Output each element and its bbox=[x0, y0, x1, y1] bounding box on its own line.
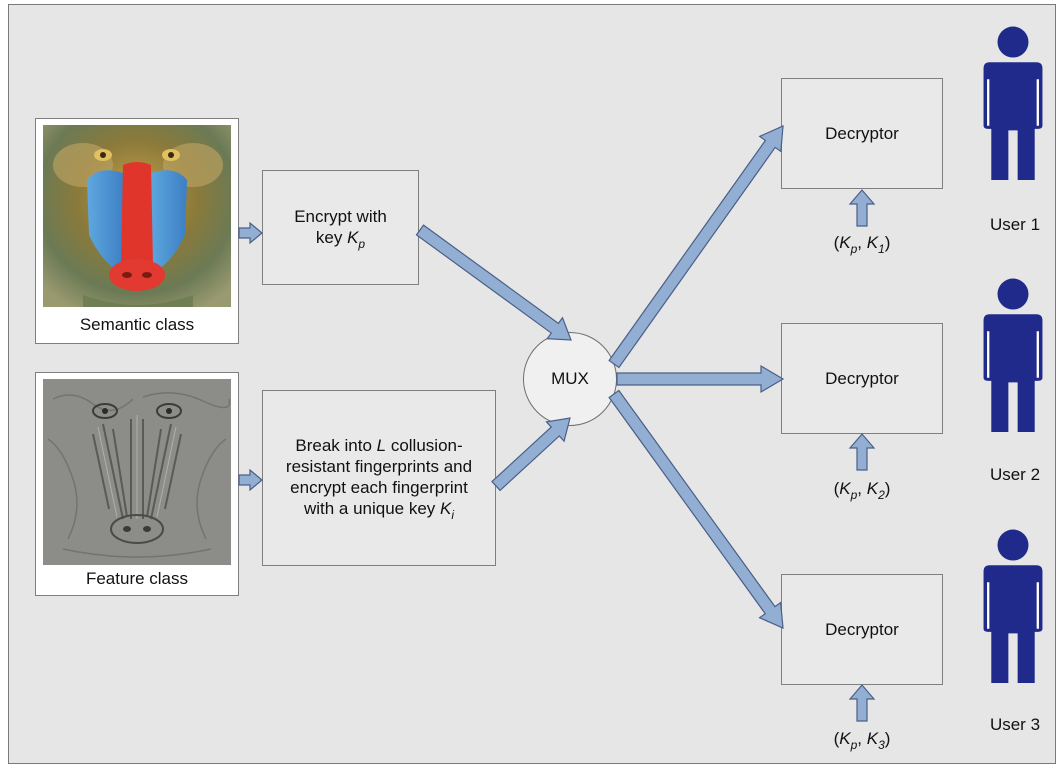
key-p-subscript: p bbox=[850, 242, 858, 256]
user-label-1: User 1 bbox=[989, 215, 1041, 234]
arrow-mux-to-decryptor-2 bbox=[616, 364, 785, 394]
break-line1-symbol: L bbox=[376, 436, 387, 455]
arrow-key-to-decryptor-1 bbox=[848, 189, 876, 227]
key-p-symbol: K bbox=[839, 729, 851, 748]
arrow-mux-to-decryptor-1 bbox=[608, 125, 784, 369]
key-user-symbol: K bbox=[866, 729, 879, 748]
mux-label: MUX bbox=[551, 369, 589, 388]
decryptor-key-label-3: (Kp, K3) bbox=[833, 729, 891, 752]
arrow-semantic-to-encrypt bbox=[238, 221, 263, 245]
mandrill-feature-image bbox=[43, 379, 231, 565]
break-body: collusion-resistant fingerprints and enc… bbox=[285, 436, 473, 518]
key-user-subscript: 1 bbox=[878, 242, 885, 256]
arrow-mux-to-decryptor-3 bbox=[608, 389, 784, 629]
break-key-symbol: K bbox=[440, 499, 452, 518]
arrow-break-to-mux bbox=[491, 417, 571, 492]
user-figure-icon-1 bbox=[982, 25, 1044, 182]
key-p-subscript: p bbox=[850, 488, 858, 502]
break-key-subscript: i bbox=[451, 508, 455, 522]
decryptor-box-3: Decryptor bbox=[781, 574, 943, 685]
arrow-encrypt-to-mux bbox=[415, 224, 572, 341]
decryptor-label-2: Decryptor bbox=[825, 369, 899, 388]
semantic-class-caption: Semantic class bbox=[79, 315, 195, 334]
arrow-group bbox=[238, 125, 876, 722]
key-user-symbol: K bbox=[866, 233, 879, 252]
encrypt-key-subscript: p bbox=[358, 236, 366, 251]
user-figures bbox=[982, 25, 1044, 685]
encrypt-key-symbol: K bbox=[347, 227, 359, 247]
arrow-feature-to-break bbox=[238, 468, 263, 492]
decryptor-box-1: Decryptor bbox=[781, 78, 943, 189]
decryptor-label-3: Decryptor bbox=[825, 620, 899, 639]
break-line1-prefix: Break into bbox=[295, 436, 377, 455]
encrypt-text: Encrypt with key bbox=[294, 206, 387, 247]
key-p-symbol: K bbox=[839, 479, 851, 498]
mux-node: MUX bbox=[523, 332, 617, 426]
key-p-symbol: K bbox=[839, 233, 851, 252]
mandrill-color-image bbox=[43, 125, 231, 307]
arrow-key-to-decryptor-3 bbox=[848, 684, 876, 722]
decryptor-key-label-1: (Kp, K1) bbox=[833, 233, 891, 256]
key-user-subscript: 3 bbox=[878, 738, 885, 752]
key-user-symbol: K bbox=[866, 479, 879, 498]
encrypt-box: Encrypt with key Kp bbox=[262, 170, 419, 285]
decryptor-label-1: Decryptor bbox=[825, 124, 899, 143]
decryptor-box-2: Decryptor bbox=[781, 323, 943, 434]
key-user-subscript: 2 bbox=[878, 488, 885, 502]
user-figure-icon-2 bbox=[982, 277, 1044, 434]
feature-class-frame: Feature class bbox=[35, 372, 239, 596]
user-label-3: User 3 bbox=[989, 715, 1041, 734]
user-label-2: User 2 bbox=[989, 465, 1041, 484]
user-figure-icon-3 bbox=[982, 528, 1044, 685]
break-box: Break into L collusion-resistant fingerp… bbox=[262, 390, 496, 566]
arrow-key-to-decryptor-2 bbox=[848, 433, 876, 471]
semantic-class-frame: Semantic class bbox=[35, 118, 239, 344]
decryptor-key-label-2: (Kp, K2) bbox=[833, 479, 891, 502]
feature-class-caption: Feature class bbox=[85, 569, 189, 588]
key-p-subscript: p bbox=[850, 738, 858, 752]
